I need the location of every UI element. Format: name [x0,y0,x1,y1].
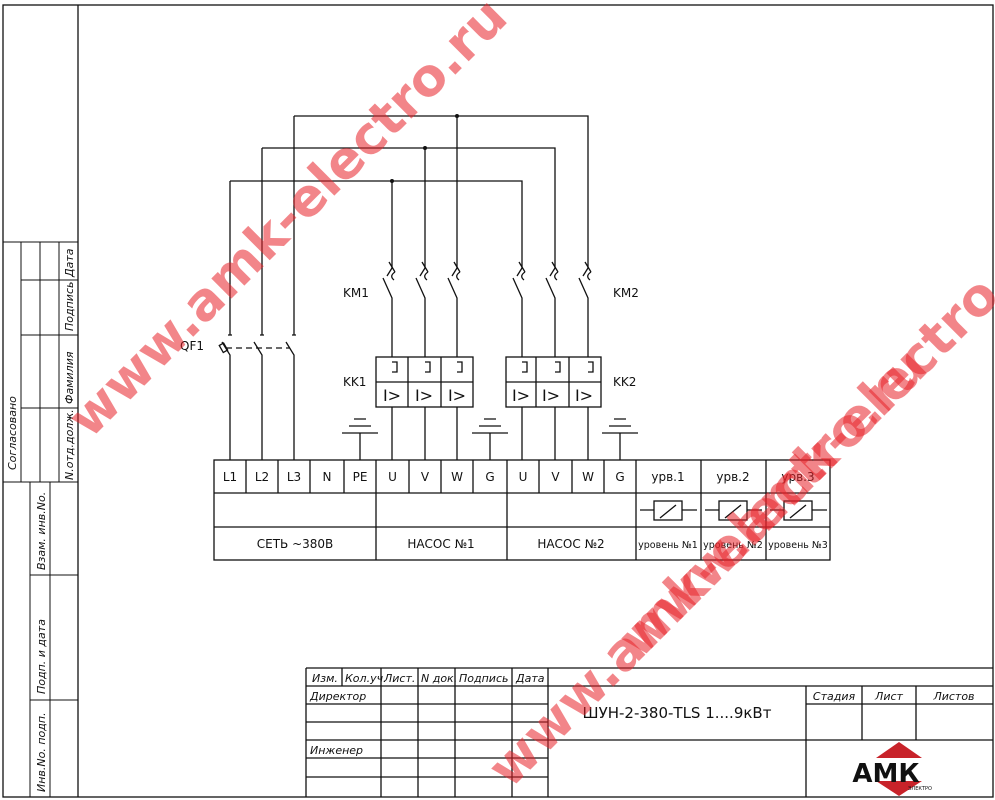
qf1-label: QF1 [180,339,204,353]
thermal-relay-kk2 [505,356,602,408]
level-terminal-label: урв.2 [716,470,749,484]
terminal-label: U [519,470,528,484]
bus-wires [229,115,589,335]
hdr-sheets: Листов [932,690,974,703]
terminal-label: PE [353,470,368,484]
agreed-label: Согласовано [6,396,19,470]
contactor-pole [578,261,592,460]
watermark-3: www.amk-electro.ru [607,207,995,669]
hdr-sign: Подпись [459,672,508,685]
drawing-frame [2,4,994,798]
contactor-pole [512,261,526,460]
terminal-block [213,459,831,561]
level-switches [640,500,827,521]
role-engineer: Инженер [310,744,363,757]
inv-sign-label: Инв.No. подп. [35,712,48,792]
hdr-kol: Кол.уч. [345,672,387,685]
level-label-3: уровень №3 [768,540,828,551]
level-switch-icon [640,504,697,519]
thermal-element [522,361,528,373]
hdr-date: Дата [515,672,545,685]
overcurrent-mark: I> [575,386,593,405]
terminal-label: L1 [223,470,237,484]
level-switch-icon [770,504,827,519]
thermal-element [425,361,431,373]
group-pump-2: НАСОС №2 [537,537,604,551]
hdr-list: Лист. [383,672,415,685]
contactor-pole [447,261,461,460]
side-stamp: Согласовано Дата Подпись Фамилия N.отд.д… [3,241,78,797]
contactor-pole [415,261,429,460]
terminal-label: W [451,470,463,484]
hdr-stage: Стадия [813,690,856,703]
ground-symbols [342,418,638,460]
contactor-pole [382,261,396,460]
terminal-label: L2 [255,470,269,484]
terminal-label: G [615,470,624,484]
terminal-label: U [388,470,397,484]
amk-logo: АМК ЭЛЕКТРО [852,742,932,796]
replace-inv-label: Взам. инв.No. [35,492,48,570]
level-switch-icon [705,504,762,519]
terminal-label: V [421,470,430,484]
drawing-title: ШУН-2-380-TLS 1....9кВт [583,704,772,722]
hdr-sheet: Лист [874,690,903,703]
group-pump-1: НАСОС №1 [407,537,474,551]
kk1-label: KK1 [343,375,366,389]
level-terminal-label: урв.3 [781,470,814,484]
hdr-doc: N док. [421,672,457,685]
contactors [382,261,592,460]
surname-label: Фамилия [63,351,76,404]
terminal-label: W [582,470,594,484]
thermal-relay-kk1 [375,356,474,408]
level-label-2: уровень №2 [703,540,763,551]
group-network: СЕТЬ ~380В [257,537,334,551]
contactor-pole [545,261,559,460]
km1-label: KM1 [343,286,369,300]
overcurrent-mark: I> [542,386,560,405]
hdr-izm: Изм. [312,672,338,685]
title-block: Изм. Кол.уч. Лист. N док. Подпись Дата Д… [305,667,993,797]
level-label-1: уровень №1 [638,540,698,551]
thermal-element [555,361,561,373]
thermal-element [392,361,398,373]
role-director: Директор [309,690,366,703]
overcurrent-mark: I> [448,386,466,405]
dept-label: N.отд.долж. [63,409,76,480]
overcurrent-mark: I> [512,386,530,405]
svg-text:АМК: АМК [852,759,919,789]
terminal-label: L3 [287,470,301,484]
breaker-qf1 [218,334,296,460]
terminal-label: V [551,470,560,484]
date-label: Дата [63,248,76,278]
overcurrent-mark: I> [383,386,401,405]
svg-text:ЭЛЕКТРО: ЭЛЕКТРО [908,786,932,792]
kk2-label: KK2 [613,375,636,389]
thermal-element [588,361,594,373]
overcurrent-mark: I> [415,386,433,405]
level-terminal-label: урв.1 [651,470,684,484]
thermal-element [457,361,463,373]
terminal-label: G [485,470,494,484]
sign-date-label: Подп. и дата [35,619,48,694]
signature-label: Подпись [63,282,76,331]
terminal-label: N [323,470,332,484]
km2-label: KM2 [613,286,639,300]
